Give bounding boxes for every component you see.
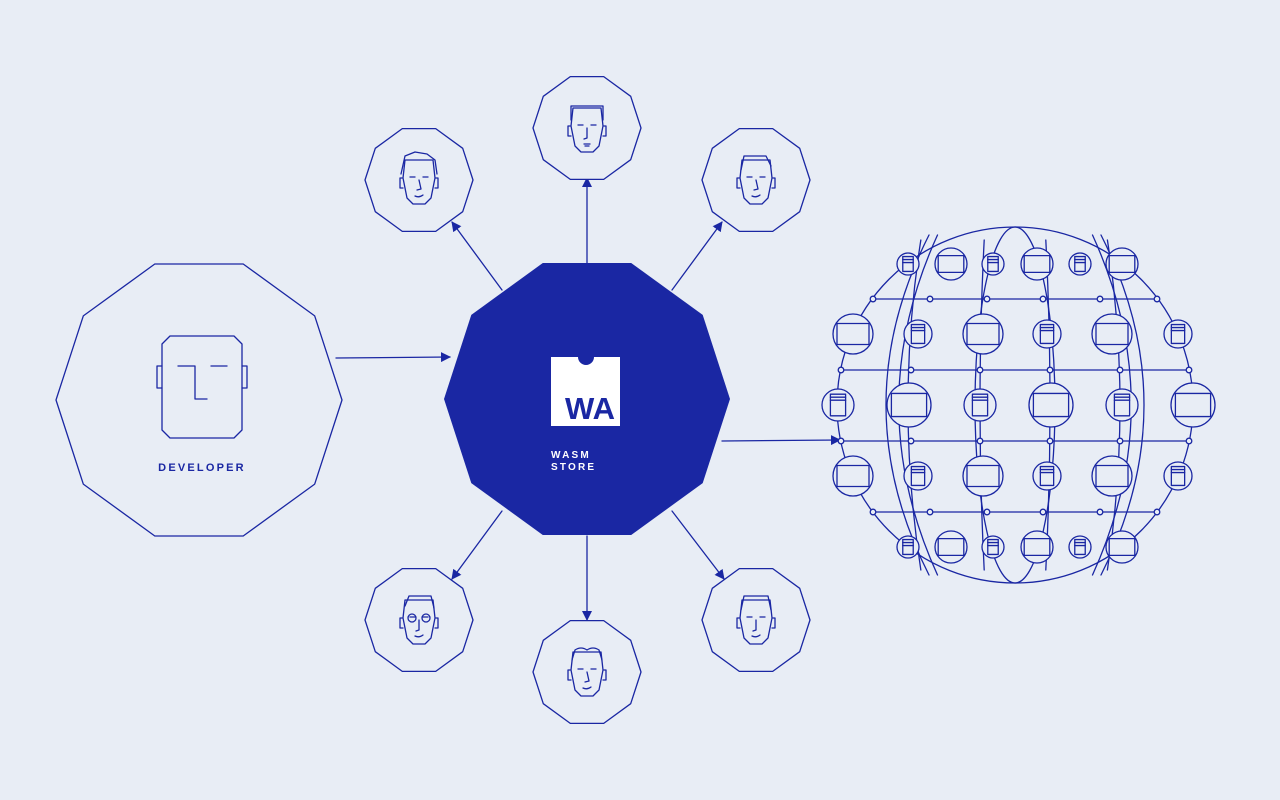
store-label-line1: WASM — [551, 450, 591, 461]
arrow-store-to-user-bottom-right — [671, 510, 725, 580]
user-face-icon-5 — [567, 647, 607, 697]
server-node — [963, 388, 997, 422]
server-node — [903, 461, 933, 491]
server-node — [1163, 319, 1193, 349]
server-node — [1028, 382, 1074, 428]
developer-label: DEVELOPER — [158, 462, 246, 474]
user-node — [364, 567, 474, 673]
developer-face-icon — [156, 335, 248, 439]
server-node — [896, 535, 920, 559]
developer-decagon — [55, 263, 343, 537]
server-node — [903, 319, 933, 349]
server-node — [1032, 461, 1062, 491]
server-node — [981, 252, 1005, 276]
user-face-icon-1 — [399, 151, 439, 205]
user-face-icon-6 — [736, 595, 776, 645]
server-node — [886, 382, 932, 428]
arrows — [335, 177, 841, 621]
server-node — [832, 455, 874, 497]
server-node — [1105, 530, 1139, 564]
arrow-store-to-user-bottom-left — [451, 510, 503, 580]
server-node — [896, 252, 920, 276]
user-face-icon-2 — [567, 105, 607, 153]
server-node — [1032, 319, 1062, 349]
server-node — [1068, 535, 1092, 559]
server-node — [1105, 247, 1139, 281]
wasm-store-node: WA WASM STORE — [444, 263, 730, 535]
user-node — [532, 619, 642, 725]
user-nodes — [364, 75, 811, 725]
arrow-developer-to-store — [335, 352, 451, 363]
wasm-logo-icon: WA — [551, 357, 620, 426]
server-node — [1091, 455, 1133, 497]
store-label-line2: STORE — [551, 462, 596, 473]
server-node — [934, 247, 968, 281]
server-node — [981, 535, 1005, 559]
user-face-icon-4 — [399, 595, 439, 645]
server-node — [1163, 461, 1193, 491]
server-globe-icon — [821, 226, 1216, 584]
server-node — [934, 530, 968, 564]
server-node — [1091, 313, 1133, 355]
user-node — [364, 127, 474, 233]
server-node — [1170, 382, 1216, 428]
developer-node: DEVELOPER — [55, 263, 343, 537]
server-node — [962, 455, 1004, 497]
wasm-logo-text: WA — [565, 391, 615, 426]
arrow-store-to-user-top-right — [671, 221, 723, 291]
server-node — [832, 313, 874, 355]
user-face-icon-3 — [736, 155, 776, 205]
user-node — [532, 75, 642, 181]
user-node — [701, 127, 811, 233]
server-node — [1020, 247, 1054, 281]
server-node — [962, 313, 1004, 355]
arrow-store-to-network — [721, 435, 841, 446]
server-node — [1020, 530, 1054, 564]
server-node — [821, 388, 855, 422]
arrow-store-to-user-top-left — [451, 221, 503, 291]
user-node — [701, 567, 811, 673]
server-node — [1068, 252, 1092, 276]
server-node — [1105, 388, 1139, 422]
